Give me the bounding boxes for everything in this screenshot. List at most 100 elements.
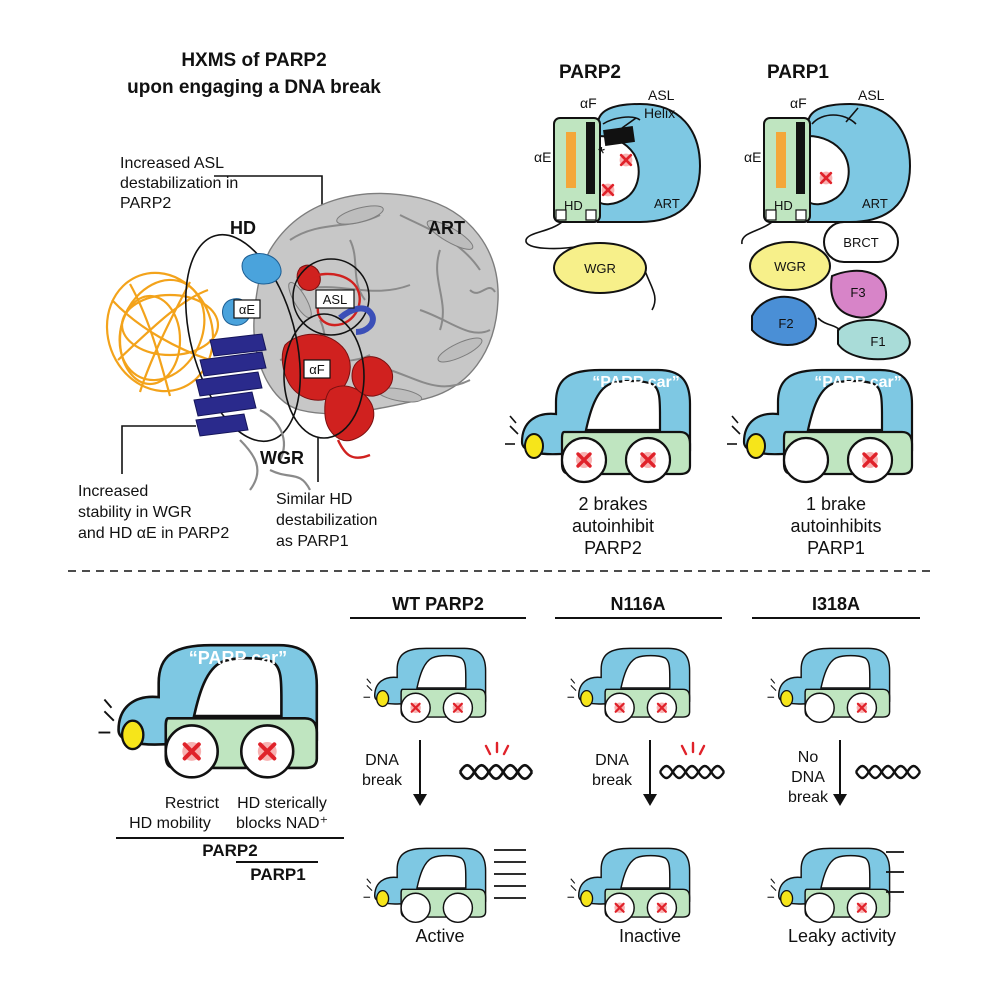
label-hd: HD bbox=[230, 218, 256, 238]
panel-n116a-result: Inactive bbox=[619, 926, 681, 946]
legend-brake1-line1: Restrict bbox=[165, 795, 220, 812]
note-wgr-line2: stability in WGR bbox=[78, 504, 192, 521]
panel-wt-speed-lines bbox=[494, 849, 526, 899]
parp2-asl-arrow bbox=[621, 117, 637, 129]
panel-i318a-car-before bbox=[766, 647, 891, 724]
car-label-parp2: “PARP car” bbox=[592, 374, 679, 391]
panel-i318a-result: Leaky activity bbox=[788, 926, 896, 946]
panel-wt-car-before bbox=[362, 647, 487, 724]
panel-wt-title: WT PARP2 bbox=[392, 594, 484, 614]
car-parp1 bbox=[725, 368, 914, 484]
parp2-asl: ASL bbox=[648, 87, 675, 103]
af-label-box bbox=[303, 359, 331, 379]
panel-i318a-speed-lines bbox=[886, 851, 904, 893]
parp1-cap-line1: 1 brake bbox=[806, 494, 866, 514]
parp1-asl: ASL bbox=[858, 87, 885, 103]
hd-ellipse bbox=[184, 233, 302, 443]
parp1-art: ART bbox=[862, 196, 888, 211]
asl-label: ASL bbox=[323, 292, 348, 307]
wgr-ribbon bbox=[239, 409, 311, 491]
panel-i318a-arrow2: DNA bbox=[791, 769, 825, 786]
af-ellipse bbox=[283, 313, 365, 439]
note-wgr-line1: Increased bbox=[78, 483, 148, 500]
parp1-brake-x bbox=[818, 170, 834, 186]
hxms-title-line1: HXMS of PARP2 bbox=[181, 50, 326, 71]
parp1-asl-arrow bbox=[845, 107, 859, 123]
panel-wt-dna bbox=[458, 763, 534, 781]
panel-i318a-car-after bbox=[766, 847, 891, 924]
note-hd-line1: Similar HD bbox=[276, 491, 352, 508]
note-hd-line2: destabilization bbox=[276, 512, 377, 529]
panel-wt-result: Active bbox=[415, 926, 464, 946]
af-label: αF bbox=[309, 362, 325, 377]
parp2-hd: HD bbox=[564, 198, 583, 213]
panel-i318a-arrow3: break bbox=[788, 789, 829, 806]
legend-brake2-line2: blocks NAD⁺ bbox=[236, 815, 328, 832]
parp1-hd: HD bbox=[774, 198, 793, 213]
car-parp2 bbox=[503, 368, 692, 484]
panel-wt-arrow1: DNA bbox=[365, 752, 399, 769]
parp2-cap-line2: autoinhibit bbox=[572, 516, 654, 536]
parp1-brct: BRCT bbox=[843, 235, 878, 250]
parp2-wgr: WGR bbox=[584, 261, 616, 276]
parp2-domain-cartoon bbox=[525, 102, 702, 311]
label-art: ART bbox=[428, 218, 465, 238]
parp1-ae: αE bbox=[744, 149, 761, 165]
panel-i318a-title: I318A bbox=[812, 594, 860, 614]
parp1-f1: F1 bbox=[870, 334, 885, 349]
asl-blue-strand bbox=[338, 305, 376, 335]
asl-loop bbox=[299, 272, 361, 327]
panel-n116a-arrow1: DNA bbox=[595, 752, 629, 769]
parp1-cap-line3: PARP1 bbox=[807, 538, 865, 558]
parp1-title: PARP1 bbox=[767, 62, 829, 83]
panel-n116a-dna-break bbox=[680, 741, 706, 756]
note-asl-line1: Increased ASL bbox=[120, 155, 224, 172]
asl-label-box bbox=[315, 289, 355, 309]
panel-n116a-arrow2: break bbox=[592, 772, 633, 789]
leader-wgr bbox=[121, 425, 196, 474]
parp1-f3: F3 bbox=[850, 285, 865, 300]
parp2-title: PARP2 bbox=[559, 62, 621, 83]
parp2-asterisk: * bbox=[598, 144, 605, 164]
legend-parp2: PARP2 bbox=[202, 841, 257, 860]
panel-n116a: N116A DNA break Inactive bbox=[555, 594, 726, 946]
parp2-ae: αE bbox=[534, 149, 551, 165]
legend-car-label: “PARP car” bbox=[189, 648, 287, 668]
dna-structure bbox=[105, 271, 220, 397]
legend-brake2-line1: HD sterically bbox=[237, 795, 327, 812]
parp2-cap-line1: 2 brakes bbox=[578, 494, 647, 514]
parp2-af: αF bbox=[580, 95, 597, 111]
label-wgr: WGR bbox=[260, 448, 304, 468]
asl-circle bbox=[292, 258, 370, 336]
note-asl-line2: destabilization in bbox=[120, 175, 238, 192]
car-label-parp1: “PARP car” bbox=[814, 374, 901, 391]
parp2-brake-x2 bbox=[600, 182, 616, 198]
parp2-art: ART bbox=[654, 196, 680, 211]
parp1-domain-cartoon bbox=[741, 102, 912, 361]
parp1-wgr: WGR bbox=[774, 259, 806, 274]
panel-wt: WT PARP2 DNA break bbox=[350, 594, 534, 946]
parp1-af: αF bbox=[790, 95, 807, 111]
parp1-f2: F2 bbox=[778, 316, 793, 331]
parp2-helix: Helix bbox=[644, 105, 675, 121]
parp2-cap-line3: PARP2 bbox=[584, 538, 642, 558]
panel-wt-dna-break bbox=[484, 741, 510, 756]
legend-parp1: PARP1 bbox=[250, 865, 305, 884]
hd-dark-blue-sheet bbox=[193, 333, 267, 437]
ae-label: αE bbox=[239, 302, 256, 317]
panel-n116a-car-before bbox=[566, 647, 691, 724]
panel-i318a-arrow1: No bbox=[798, 749, 819, 766]
ae-label-box bbox=[233, 299, 261, 319]
legend-car bbox=[97, 643, 319, 779]
legend-brake1-line2: HD mobility bbox=[129, 815, 211, 832]
parp2-brake-x1 bbox=[618, 152, 634, 168]
note-hd-line3: as PARP1 bbox=[276, 533, 349, 550]
panel-n116a-dna bbox=[658, 764, 726, 780]
note-wgr-line3: and HD αE in PARP2 bbox=[78, 525, 229, 542]
hxms-title-line2: upon engaging a DNA break bbox=[127, 77, 381, 98]
note-asl-line3: PARP2 bbox=[120, 195, 171, 212]
panel-wt-arrow2: break bbox=[362, 772, 403, 789]
panel-i318a-dna bbox=[854, 764, 922, 780]
